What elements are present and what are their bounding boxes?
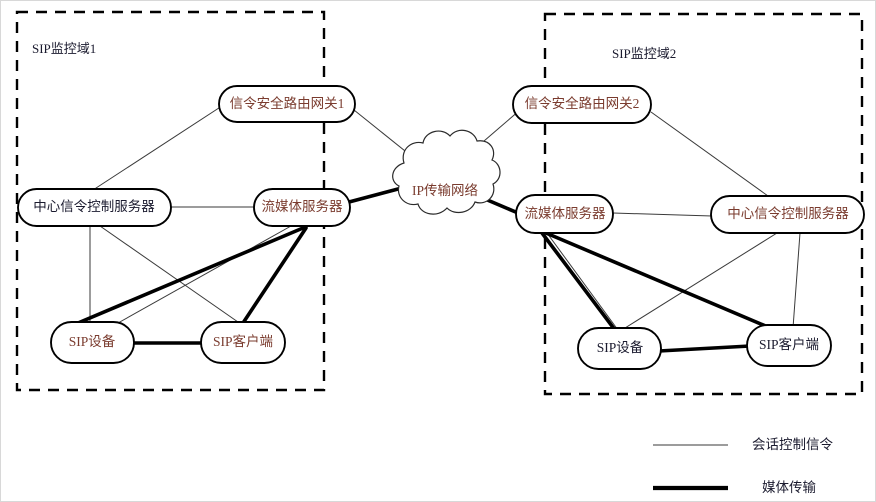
node-sip-device-2[interactable]: SIP设备 — [577, 327, 662, 370]
sip-device2-label: SIP设备 — [597, 339, 644, 355]
node-media-server-2[interactable]: 流媒体服务器 — [515, 194, 614, 234]
ip-network-label: IP传输网络 — [412, 183, 479, 198]
sip-device1-shape — [50, 321, 135, 364]
center-server2-label: 中心信令控制服务器 — [727, 206, 849, 221]
link-media2-center2 — [612, 212, 713, 217]
gateway1-shape — [218, 85, 356, 123]
gateway1-label: 信令安全路由网关1 — [230, 95, 345, 111]
link-media1-ipnet-media — [347, 187, 400, 204]
media-server2-shape — [515, 194, 614, 234]
legend-media-label: 媒体传输 — [762, 480, 816, 495]
media-server1-shape — [253, 188, 351, 227]
domain-label-2: SIP监控域2 — [612, 46, 676, 61]
link-sipdevice2-sipclient2-media — [657, 344, 752, 353]
center-server1-label: 中心信令控制服务器 — [33, 199, 155, 214]
gateway2-shape — [512, 85, 652, 124]
node-gateway-1[interactable]: 信令安全路由网关1 — [218, 85, 356, 123]
link-center1-gateway1 — [92, 103, 226, 191]
legend-signal-label: 会话控制信令 — [752, 437, 833, 452]
center-server2-shape — [710, 195, 865, 234]
node-gateway-2[interactable]: 信令安全路由网关2 — [512, 85, 652, 124]
media-server2-label: 流媒体服务器 — [525, 206, 606, 221]
sip-client2-label: SIP客户端 — [759, 336, 819, 352]
link-media2-sipdevice2-media — [540, 231, 617, 332]
node-sip-client-2[interactable]: SIP客户端 — [746, 324, 832, 367]
sip-client1-label: SIP客户端 — [213, 333, 273, 349]
link-media1-sipdevice1-signal — [117, 225, 292, 324]
domain-label-1: SIP监控域1 — [32, 41, 96, 56]
link-media2-sipclient2-media — [544, 231, 777, 332]
sip-client1-shape — [200, 321, 286, 364]
link-center2-sipdevice2 — [624, 232, 778, 329]
link-media2-sipdevice2-signal — [546, 232, 619, 331]
link-media1-sipclient1-media — [241, 226, 308, 325]
sip-device2-shape — [577, 327, 662, 370]
node-center-server-1[interactable]: 中心信令控制服务器 — [17, 188, 172, 227]
link-gateway2-center2 — [650, 111, 769, 197]
node-sip-device-1[interactable]: SIP设备 — [50, 321, 135, 364]
cloud-outline — [392, 129, 501, 215]
ip-network-cloud[interactable]: IP传输网络 — [392, 129, 501, 215]
sip-client2-shape — [746, 324, 832, 367]
node-center-server-2[interactable]: 中心信令控制服务器 — [710, 195, 865, 234]
node-sip-client-1[interactable]: SIP客户端 — [200, 321, 286, 364]
legend-media-transport: 媒体传输 — [653, 480, 816, 495]
legend-signal-control: 会话控制信令 — [653, 437, 833, 452]
link-center1-sipclient1 — [99, 225, 239, 323]
center-server1-shape — [17, 188, 172, 227]
sip-device1-label: SIP设备 — [69, 333, 116, 349]
media-server1-label: 流媒体服务器 — [262, 199, 343, 214]
gateway2-label: 信令安全路由网关2 — [525, 95, 640, 111]
link-media1-sipdevice1-media — [76, 226, 305, 325]
node-media-server-1[interactable]: 流媒体服务器 — [253, 188, 351, 227]
link-center2-sipclient2 — [792, 232, 801, 329]
